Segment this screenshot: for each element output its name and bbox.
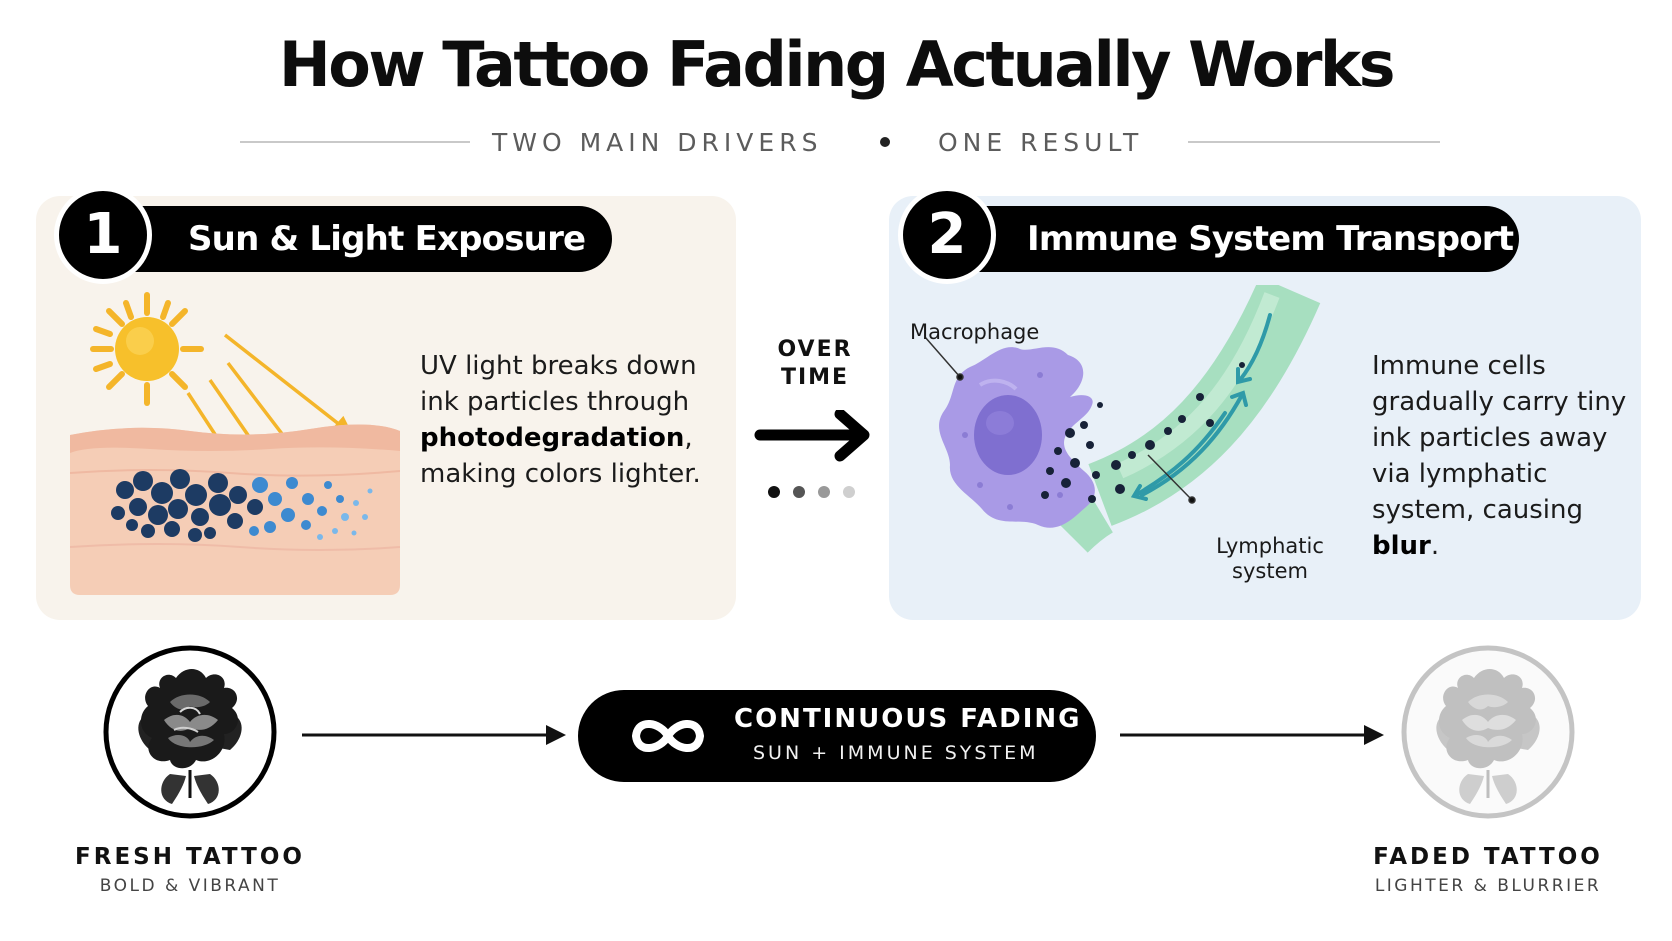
subtitle-left-rule xyxy=(240,141,470,143)
skin-cross-section xyxy=(70,424,400,595)
fresh-tattoo-badge xyxy=(103,645,277,819)
immune-system-illustration xyxy=(924,285,1321,553)
page-title: How Tattoo Fading Actually Works xyxy=(278,28,1396,101)
fresh-tattoo-subtitle: BOLD & VIBRANT xyxy=(99,876,281,896)
continuous-fading-subtitle: SUN + IMMUNE SYSTEM xyxy=(753,742,1039,764)
driver-title-sun: Sun & Light Exposure xyxy=(60,206,612,272)
over-time-arrow xyxy=(754,410,870,498)
right-arrow-icon xyxy=(754,410,870,462)
lymphatic-vessel xyxy=(1052,285,1321,553)
subtitle-row: TWO MAIN DRIVERS ONE RESULT xyxy=(0,124,1672,160)
subtitle-right-rule xyxy=(1188,141,1440,143)
fresh-to-process-arrow xyxy=(302,725,566,745)
driver-description-sun: UV light breaks down ink particles throu… xyxy=(420,351,701,489)
driver-title-immune: Immune System Transport xyxy=(903,206,1519,272)
over-time-label: OVER TIME xyxy=(777,337,853,390)
macrophage-cell xyxy=(939,347,1095,528)
faded-rose-icon xyxy=(1436,669,1540,804)
sun-skin-illustration xyxy=(70,292,400,595)
continuous-fading-title: CONTINUOUS FADING xyxy=(734,704,1082,734)
process-to-faded-arrow xyxy=(1120,725,1384,745)
subtitle-right-text: ONE RESULT xyxy=(938,128,1144,157)
ink-particles-in-transit xyxy=(1041,362,1245,503)
macrophage-label: Macrophage xyxy=(910,320,1040,344)
lymphatic-system-label: Lymphatic system xyxy=(1216,534,1324,583)
subtitle-separator-dot xyxy=(880,137,890,147)
driver-number-badge-2: 2 xyxy=(898,186,996,284)
continuous-fading-pill: CONTINUOUS FADING SUN + IMMUNE SYSTEM xyxy=(578,690,1096,782)
progress-dots xyxy=(768,486,855,498)
infinity-icon xyxy=(632,720,704,752)
ink-particles xyxy=(111,469,373,542)
sun-icon xyxy=(90,292,204,406)
driver-description-immune: Immune cells gradually carry tiny ink pa… xyxy=(1372,351,1627,561)
faded-tattoo-badge xyxy=(1401,645,1575,819)
driver-number-badge-1: 1 xyxy=(54,186,152,284)
faded-tattoo-title: FADED TATTOO xyxy=(1373,844,1603,870)
label-leader-lines xyxy=(924,336,1196,504)
rose-icon xyxy=(138,669,242,804)
subtitle-left-text: TWO MAIN DRIVERS xyxy=(492,128,823,157)
faded-tattoo-subtitle: LIGHTER & BLURRIER xyxy=(1374,876,1602,896)
flow-arrows xyxy=(1130,313,1272,501)
fresh-tattoo-title: FRESH TATTOO xyxy=(75,844,305,870)
